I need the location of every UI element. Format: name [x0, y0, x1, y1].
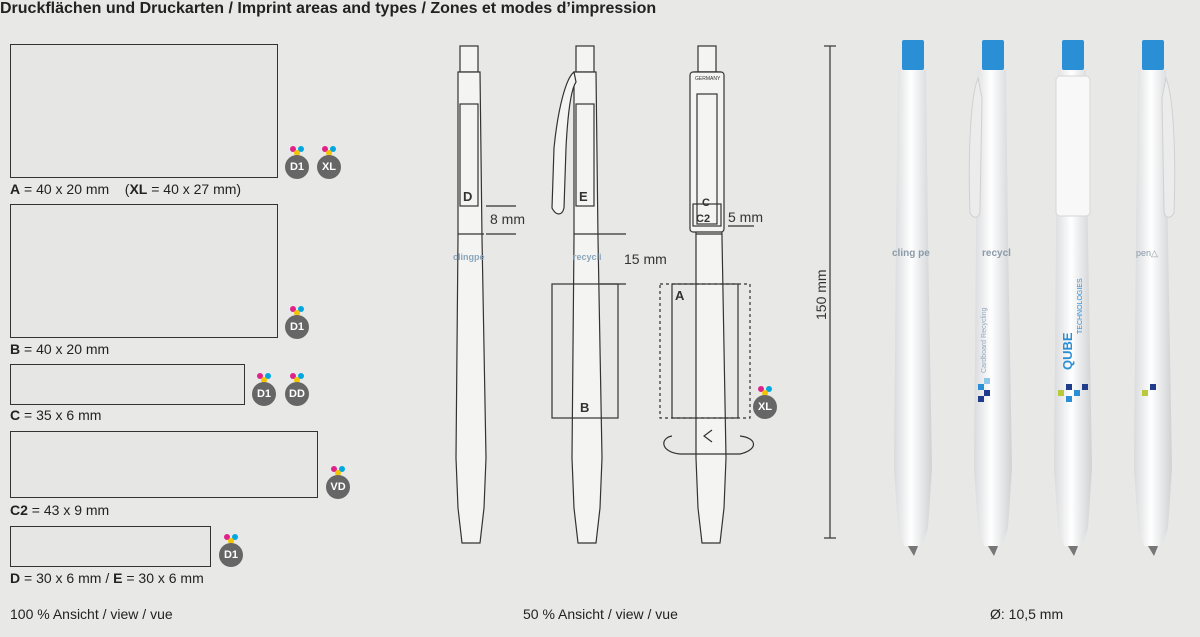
- imprint-zone-xl: [659, 283, 751, 419]
- print-type-vd-icon: VD: [326, 466, 350, 499]
- print-type-xl-icon: XL: [753, 386, 777, 419]
- imprint-zone-d: [459, 103, 479, 207]
- print-type-dd-icon: DD: [285, 373, 309, 406]
- pen-2-clip: [551, 70, 577, 215]
- label-e: E: [579, 189, 588, 204]
- technical-pen-drawings: D E C C2 A B 8 mm 5 mm 15 mm 150 mm clin…: [453, 45, 836, 544]
- imprint-area-c-label: C = 35 x 6 mm: [10, 407, 102, 423]
- pen-photo-1: cling pe: [892, 40, 932, 556]
- pen-2-brand-print: recycli: [573, 252, 602, 262]
- pen-photo-4: pen△: [1134, 40, 1176, 556]
- print-type-d1-icon: D1: [285, 146, 309, 179]
- clip-germany-text: GERMANY: [695, 76, 721, 82]
- label-d: D: [463, 189, 472, 204]
- print-type-xl-icon: XL: [317, 146, 341, 179]
- imprint-zone-b: [551, 283, 619, 419]
- imprint-area-de-label: D = 30 x 6 mm / E = 30 x 6 mm: [10, 570, 204, 586]
- photo-2-brand: recycl: [982, 248, 1011, 259]
- dimension-5mm: 5 mm: [728, 209, 763, 225]
- label-b: B: [580, 400, 589, 415]
- pen-1-plunger: [459, 45, 479, 73]
- dimension-8mm: 8 mm: [490, 211, 525, 227]
- label-c: C: [702, 197, 710, 209]
- imprint-zone-e: [575, 103, 595, 207]
- imprint-area-c-box: [10, 364, 245, 405]
- dimension-150mm: 150 mm: [813, 269, 829, 320]
- page-title: Druckflächen und Druckarten / Imprint ar…: [0, 0, 657, 17]
- print-type-d1-icon: D1: [285, 306, 309, 339]
- pen-1-brand-print: clingpe: [453, 252, 485, 262]
- footer-scale-100: 100 % Ansicht / view / vue: [10, 606, 173, 622]
- imprint-area-de-box: [10, 526, 211, 567]
- pen-2-plunger: [575, 45, 595, 73]
- imprint-zone-c2: [692, 203, 722, 227]
- label-a: A: [675, 288, 685, 303]
- photo-1-brand: cling pe: [892, 248, 930, 259]
- pen-3-clip: [689, 71, 725, 233]
- dimension-15mm: 15 mm: [624, 251, 667, 267]
- imprint-area-c2-label: C2 = 43 x 9 mm: [10, 502, 110, 518]
- photo-3-brand-tech: TECHNOLOGIES: [1077, 278, 1084, 334]
- imprint-area-b-label: B = 40 x 20 mm: [10, 341, 110, 357]
- pen-photo-2: recycl Cardboard Recycling: [968, 40, 1012, 556]
- imprint-area-a-box: [10, 44, 278, 178]
- photo-3-brand-qube: QUBE: [1060, 332, 1075, 370]
- imprint-area-a-label: A = 40 x 20 mm (XL = 40 x 27 mm): [10, 181, 242, 197]
- pen-3-plunger: [697, 45, 717, 73]
- footer-diameter: Ø: 10,5 mm: [990, 606, 1064, 622]
- print-type-d1-icon: D1: [219, 534, 243, 567]
- rotation-arrow-icon: [663, 435, 755, 455]
- label-c2: C2: [696, 213, 710, 225]
- imprint-area-b-box: [10, 204, 278, 338]
- pen-photo-3: QUBE TECHNOLOGIES: [1054, 40, 1092, 556]
- imprint-zone-c: [696, 93, 718, 225]
- pen-product-photos: cling pe recycl Cardboard Recycling QUBE…: [892, 40, 1176, 556]
- imprint-area-c2-box: [10, 431, 318, 498]
- print-type-d1-icon: D1: [252, 373, 276, 406]
- photo-2-print: Cardboard Recycling: [981, 308, 988, 373]
- footer-scale-50: 50 % Ansicht / view / vue: [523, 606, 678, 622]
- photo-4-brand: pen△: [1136, 248, 1158, 258]
